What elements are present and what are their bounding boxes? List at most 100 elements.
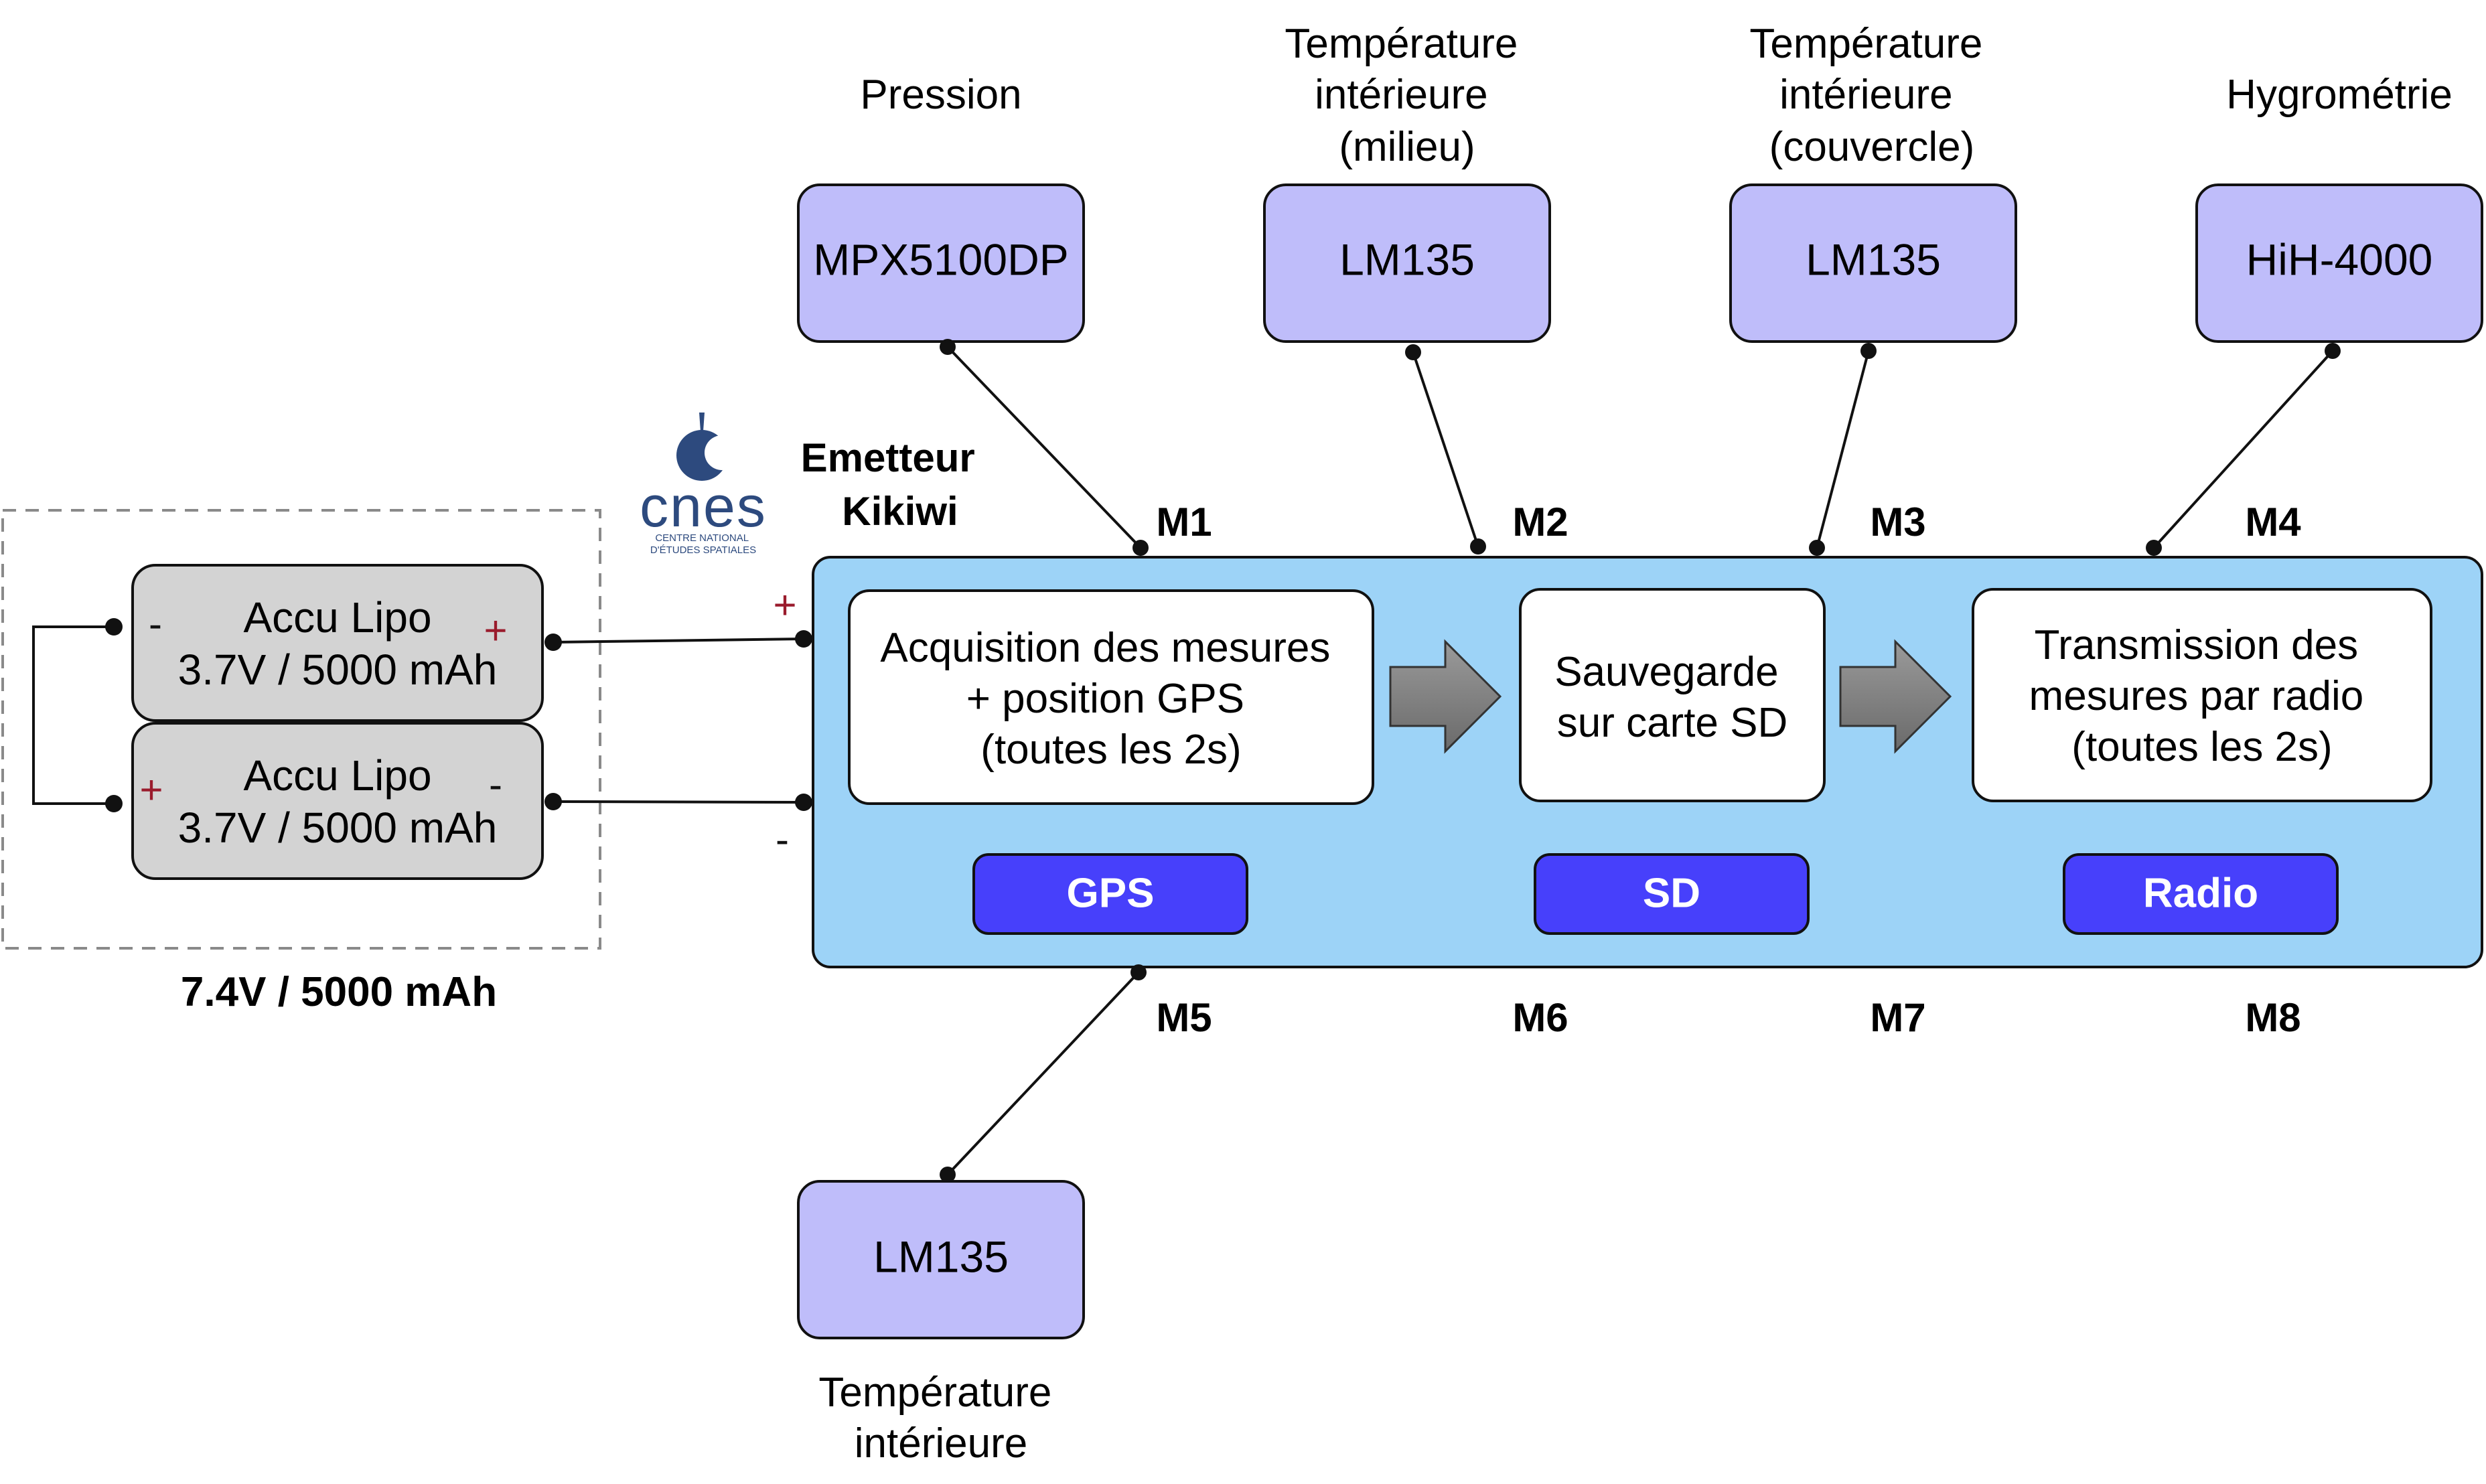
module-radio: Radio — [2063, 853, 2339, 935]
port-label-m3: M3 — [1870, 500, 1925, 544]
dot-battery-1-right — [544, 634, 562, 651]
sensor-box — [797, 183, 1085, 343]
battery-body — [131, 564, 544, 722]
process-step-sauvegarde: Sauvegarde sur carte SD — [1519, 588, 1826, 802]
battery-body — [131, 722, 544, 880]
sensor-pression: MPX5100DP Pression — [797, 72, 1085, 343]
battery-dots — [105, 618, 812, 812]
wire-temp-couvercle-m3 — [1816, 350, 1870, 548]
sensor-hygrometrie: HiH-4000 Hygrométrie — [2195, 72, 2483, 343]
port-label-m2: M2 — [1512, 500, 1568, 544]
module-label: GPS — [1067, 870, 1155, 916]
port-dots — [940, 339, 2341, 1183]
sensor-caption: Hygrométrie — [2226, 72, 2453, 118]
flow-arrow-icon — [1839, 639, 1952, 754]
battery-wiring — [32, 625, 804, 805]
dot-m1 — [1132, 540, 1149, 556]
battery-spec: 3.7V / 5000 mAh — [178, 646, 498, 694]
module-gps: GPS — [972, 853, 1248, 935]
caption-line: intérieure — [1779, 72, 1952, 118]
cnes-subtitle-line: D'ÉTUDES SPATIALES — [650, 544, 756, 556]
battery-2: Accu Lipo 3.7V / 5000 mAh + - — [131, 722, 544, 880]
dot-m4 — [2146, 540, 2162, 556]
module-box — [972, 853, 1248, 935]
cnes-logo-subtitle: CENTRE NATIONAL D'ÉTUDES SPATIALES — [650, 532, 756, 556]
sensor-box — [2195, 183, 2483, 343]
wire-temp-interieure-m5 — [946, 971, 1140, 1176]
dot-sensor-temp-couvercle — [1860, 343, 1877, 359]
step-line: Transmission des — [2035, 622, 2359, 668]
module-box — [2063, 853, 2339, 935]
step-line: mesures par radio — [2029, 673, 2364, 719]
sensor-box — [1729, 183, 2017, 343]
battery-terminal-sign: - — [149, 601, 162, 646]
wire-temp-milieu-m2 — [1412, 352, 1479, 547]
step-line: sur carte SD — [1557, 700, 1788, 746]
module-sd: SD — [1534, 853, 1810, 935]
sensor-model: HiH-4000 — [2246, 234, 2433, 284]
cnes-emblem-icon — [676, 413, 739, 481]
sensor-model: LM135 — [1339, 234, 1475, 284]
dot-sensor-temp-milieu — [1405, 344, 1421, 360]
step-line: Acquisition des mesures — [880, 625, 1330, 671]
sensor-wires — [946, 346, 2334, 1176]
port-label-m8: M8 — [2245, 995, 2300, 1040]
module-label: Radio — [2143, 870, 2258, 916]
step-box — [1972, 588, 2432, 802]
wire-hygrometrie-m4 — [2152, 350, 2334, 549]
sensor-model: LM135 — [873, 1232, 1009, 1281]
caption-line: Température — [818, 1369, 1051, 1416]
battery-terminal-sign: + — [139, 767, 163, 812]
flow-arrow-icon — [1389, 639, 1502, 754]
board-minus-sign: - — [776, 817, 789, 862]
dot-sensor-temp-interieure — [940, 1167, 956, 1183]
step-line: (toutes les 2s) — [980, 727, 1241, 773]
module-label: SD — [1643, 870, 1700, 916]
sensor-temp-couvercle: LM135 Température intérieure (couvercle) — [1729, 21, 2017, 343]
dot-sensor-pression — [940, 339, 956, 355]
process-step-transmission: Transmission des mesures par radio (tout… — [1972, 588, 2432, 802]
sensor-caption: Pression — [860, 72, 1021, 118]
cnes-subtitle-line: CENTRE NATIONAL — [655, 532, 748, 544]
dot-m3 — [1809, 540, 1825, 556]
board-plus-sign: + — [773, 583, 796, 627]
sensor-temp-milieu: LM135 Température intérieure (milieu) — [1263, 21, 1551, 343]
cnes-logo: cnes CENTRE NATIONAL D'ÉTUDES SPATIALES — [640, 413, 765, 556]
caption-line: intérieure — [1315, 72, 1487, 118]
battery-spec: 3.7V / 5000 mAh — [178, 804, 498, 852]
sensor-model: MPX5100DP — [813, 234, 1069, 284]
emitter-title-line: Emetteur — [801, 435, 975, 480]
process-step-acquisition: Acquisition des mesures + position GPS (… — [848, 589, 1374, 805]
wire-plus-to-board — [553, 638, 804, 644]
step-text: Acquisition des mesures + position GPS (… — [880, 625, 1341, 773]
dot-m2 — [1470, 538, 1486, 554]
sensor-temp-interieure: LM135 Température intérieure — [797, 1180, 1085, 1467]
dot-board-plus — [795, 630, 812, 648]
caption-line: Pression — [860, 72, 1021, 118]
step-line: Sauvegarde — [1554, 649, 1778, 695]
sensor-caption: Température intérieure — [818, 1369, 1063, 1467]
battery-terminal-sign: - — [489, 762, 502, 807]
sensor-box — [797, 1180, 1085, 1339]
caption-line: Température — [1285, 21, 1518, 67]
step-text: Sauvegarde sur carte SD — [1554, 649, 1790, 746]
dot-battery-1-left — [105, 618, 123, 636]
dot-battery-2-right — [544, 793, 562, 810]
caption-line: Température — [1749, 21, 1982, 67]
step-text: Transmission des mesures par radio (tout… — [2029, 622, 2375, 770]
step-line: + position GPS — [966, 676, 1244, 722]
wire-pression-m1 — [946, 346, 1142, 549]
sensor-caption: Température intérieure (milieu) — [1285, 21, 1529, 170]
caption-line: Hygrométrie — [2226, 72, 2453, 118]
emitter-title: Emetteur Kikiwi — [801, 435, 986, 534]
sensor-caption: Température intérieure (couvercle) — [1749, 21, 1994, 170]
battery-pack-label: 7.4V / 5000 mAh — [181, 969, 497, 1015]
caption-line: (couvercle) — [1769, 124, 1975, 170]
step-line: (toutes les 2s) — [2071, 724, 2332, 770]
battery-pack-outline — [1, 509, 601, 950]
step-box — [848, 589, 1374, 805]
module-box — [1534, 853, 1810, 935]
dot-sensor-hygrometrie — [2325, 343, 2341, 359]
series-link-wire — [32, 625, 114, 805]
